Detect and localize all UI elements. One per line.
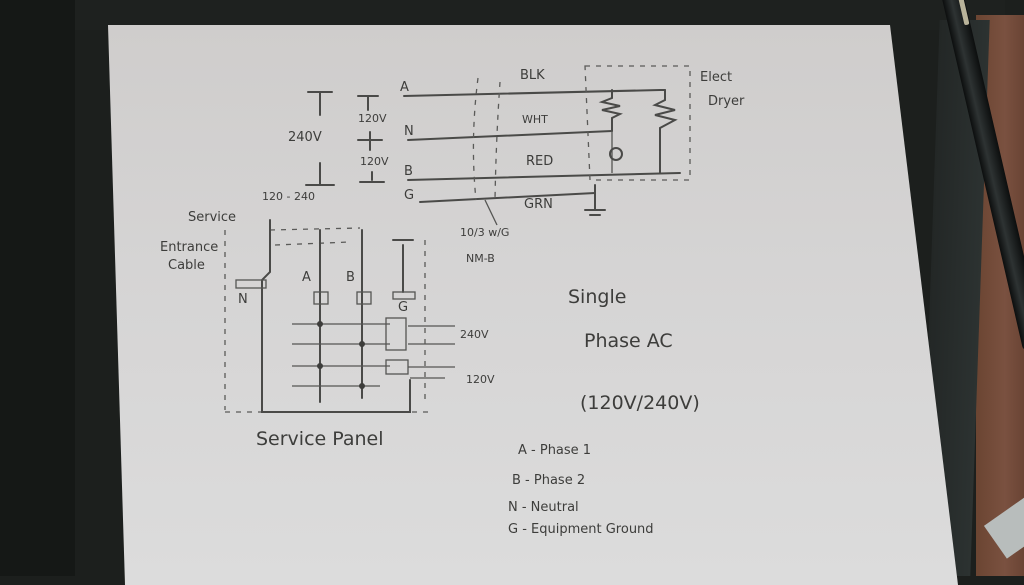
wire-ground-end — [584, 184, 606, 216]
dryer-enclosure — [584, 65, 691, 181]
wire-n — [407, 130, 613, 141]
breaker-240 — [385, 317, 407, 351]
terminal-a: A — [400, 80, 409, 95]
bus-label-b: B — [346, 270, 355, 285]
service-cable-label-1: Service — [188, 210, 237, 225]
desk-surface-left — [0, 0, 75, 576]
junction-dot — [317, 321, 323, 327]
supply-lower-voltage: 120V — [360, 155, 389, 168]
service-panel-drawing — [224, 219, 455, 413]
supply-total-voltage: 240V — [288, 130, 322, 145]
title-line2: Phase AC — [584, 330, 673, 352]
terminal-b: B — [404, 164, 413, 179]
lug-b — [356, 291, 372, 305]
panel-enclosure — [224, 230, 430, 413]
tick-240-bottom — [305, 162, 335, 186]
supply-voltage-marks — [305, 91, 385, 186]
load-label-line1: Elect — [700, 70, 733, 85]
lug-a — [313, 291, 329, 305]
terminal-n: N — [404, 124, 414, 139]
wire-label-wht: WHT — [522, 113, 548, 126]
wire-label-blk: BLK — [520, 68, 545, 83]
entrance-cable-sheath — [269, 227, 361, 246]
load-label-line2: Dryer — [708, 94, 745, 109]
title-voltage: (120V/240V) — [580, 392, 700, 414]
cable-spec-size: 10/3 w/G — [460, 226, 510, 239]
paper-sheet — [108, 25, 958, 585]
service-neutral — [261, 219, 411, 413]
breaker-120-label: 120V — [466, 373, 495, 386]
branch-out — [408, 325, 455, 379]
legend-item-b: B - Phase 2 — [512, 473, 586, 488]
tick-120-top — [357, 95, 379, 111]
bus-label-n: N — [238, 292, 248, 307]
breaker-240-label: 240V — [460, 328, 489, 341]
motor-icon — [609, 147, 623, 161]
wire-label-grn: GRN — [524, 197, 553, 212]
title-line1: Single — [568, 286, 627, 308]
panel-caption: Service Panel — [256, 428, 384, 450]
tick-240-top — [307, 91, 333, 116]
bus-label-g: G — [398, 300, 409, 315]
cable-spec-type: NM-B — [466, 252, 495, 265]
terminal-g: G — [404, 188, 415, 203]
bus-g — [392, 239, 414, 293]
cable-sheath — [472, 77, 501, 226]
service-cable-label-3: Cable — [168, 258, 205, 273]
wire-g — [419, 192, 596, 203]
tick-120-bottom — [359, 171, 385, 183]
legend-item-a: A - Phase 1 — [518, 443, 592, 458]
legend-item-n: N - Neutral — [508, 500, 579, 515]
breaker-120 — [385, 359, 409, 375]
branch-rows — [292, 323, 390, 387]
conductors — [403, 89, 681, 216]
supply-upper-voltage: 120V — [358, 112, 387, 125]
service-cable-label-2: Entrance — [160, 240, 219, 255]
wire-label-red: RED — [526, 154, 554, 169]
ground-bar — [392, 291, 416, 300]
bus-label-a: A — [302, 270, 311, 285]
junction-dot — [359, 341, 365, 347]
heater-small — [598, 89, 623, 132]
neutral-bar — [235, 279, 267, 289]
wire-b — [407, 172, 681, 181]
wire-a — [403, 89, 666, 97]
junction-dot — [317, 363, 323, 369]
legend-item-g: G - Equipment Ground — [508, 522, 654, 537]
supply-span-label: 120 - 240 — [262, 190, 315, 203]
heater-large — [652, 89, 678, 174]
junction-dot — [359, 383, 365, 389]
tick-mid — [357, 131, 383, 151]
